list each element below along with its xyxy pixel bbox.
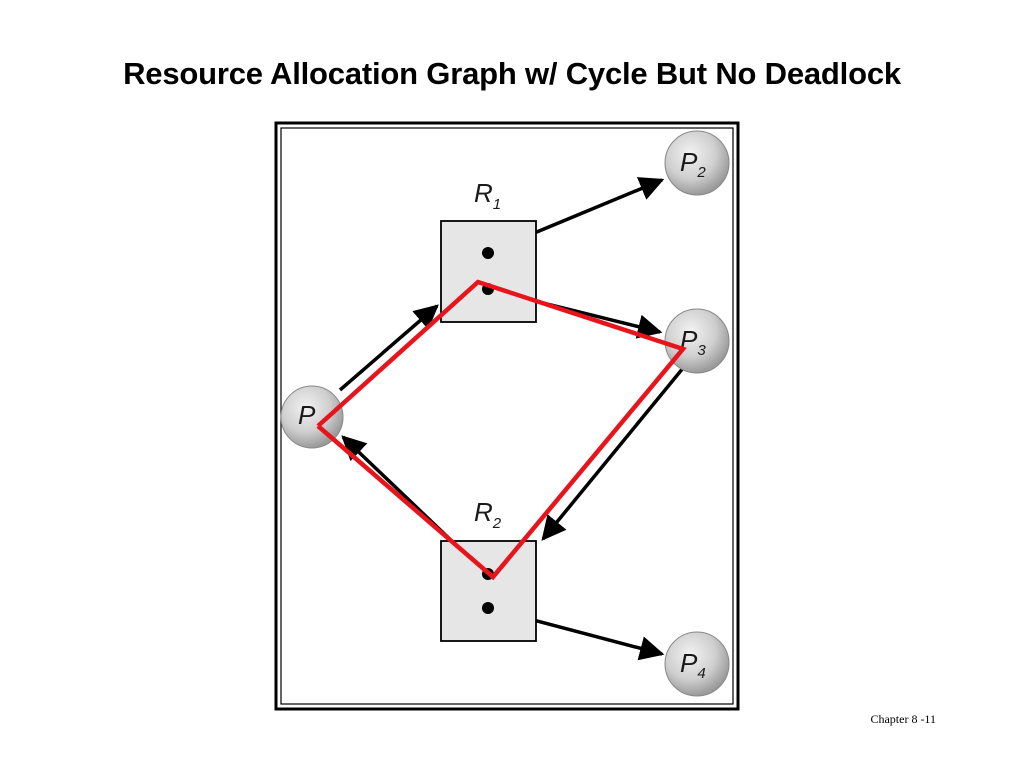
edge-p3-to-r2: [541, 360, 690, 541]
edge-p1-to-r1: [338, 304, 439, 392]
resource-r1-label: R1: [474, 178, 501, 213]
resource-r2-instance-2: [482, 602, 494, 614]
highlighted-cycle: [316, 279, 687, 581]
slide-title: Resource Allocation Graph w/ Cycle But N…: [123, 56, 901, 91]
process-p4: P4: [664, 631, 730, 697]
resource-r1: R1: [440, 178, 537, 323]
resource-r2: R2: [440, 497, 537, 642]
svg-text:P4: P4: [680, 648, 706, 682]
process-p2: P2: [664, 130, 730, 196]
resource-r2-label: R2: [474, 497, 502, 532]
svg-text:P2: P2: [680, 147, 706, 181]
resource-r1-instance-1: [482, 247, 494, 259]
process-p3: P3: [664, 308, 730, 374]
slide-footer: Chapter 8 -11: [870, 712, 936, 726]
svg-text:P: P: [298, 400, 316, 430]
